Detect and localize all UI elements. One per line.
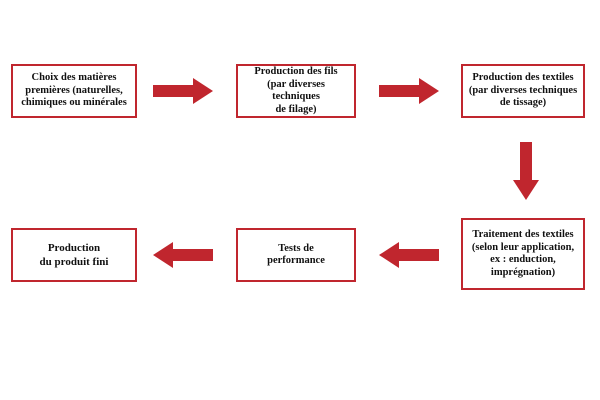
step-textile-production-label: Production des textiles (par diverses te… [468,72,578,109]
arrow-right-icon [153,78,213,104]
arrow-left-icon [379,242,439,268]
step-yarn-production-box: Production des fils (par diverses techni… [236,64,356,118]
step-final-product-box: Production du produit fini [11,228,137,282]
step-textile-production-box: Production des textiles (par diverses te… [461,64,585,118]
step-raw-materials-box: Choix des matières premières (naturelles… [11,64,137,118]
step-performance-tests-label: Tests de performance [267,242,325,267]
step-textile-treatment-label: Traitement des textiles (selon leur appl… [471,229,575,278]
step-raw-materials-label: Choix des matières premières (naturelles… [21,72,127,109]
step-textile-treatment-box: Traitement des textiles (selon leur appl… [461,218,585,290]
step-performance-tests-box: Tests de performance [236,228,356,282]
step-yarn-production-label: Production des fils (par diverses techni… [254,66,338,115]
step-final-product-label: Production du produit fini [39,242,109,268]
arrow-left-icon [153,242,213,268]
arrow-down-icon [513,142,539,200]
arrow-right-icon [379,78,439,104]
